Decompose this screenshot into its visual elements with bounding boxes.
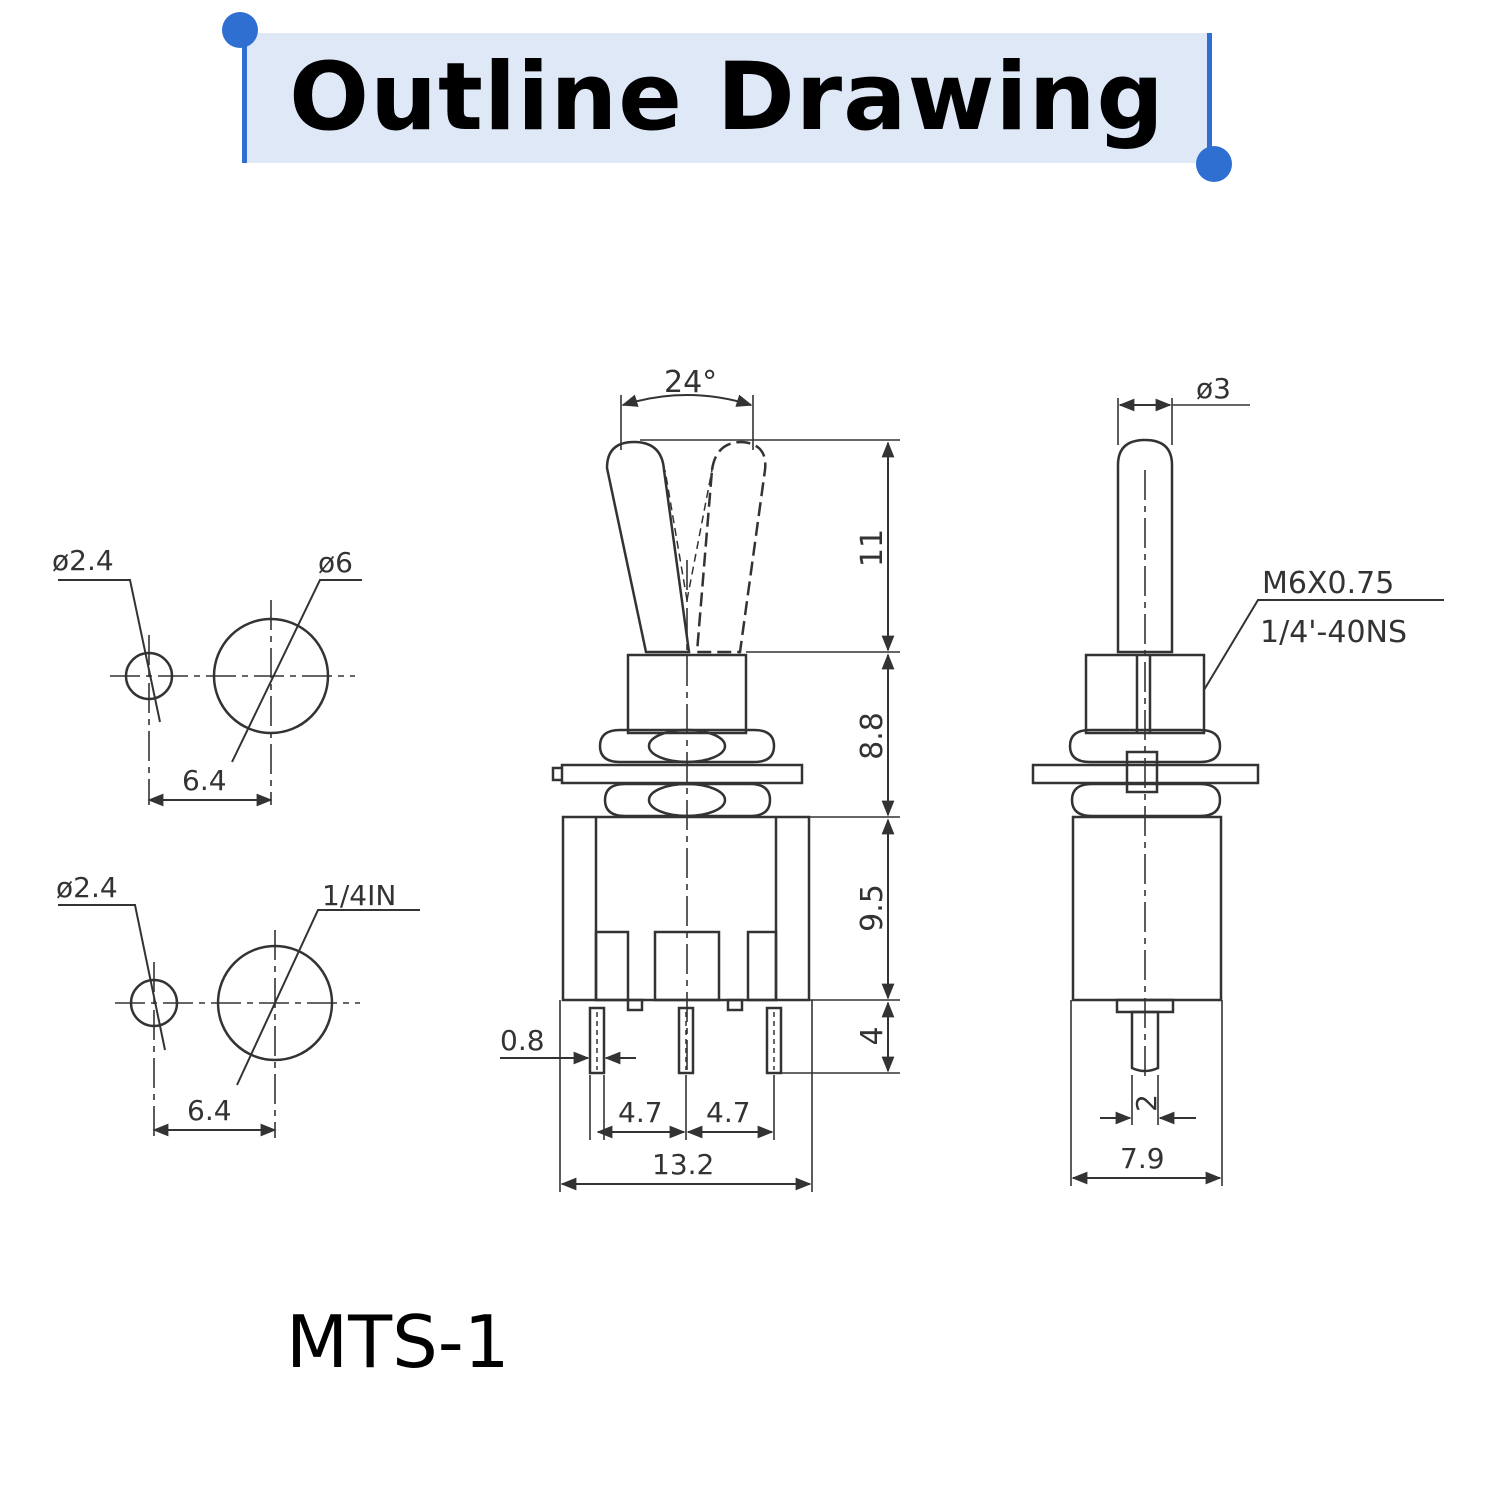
toggle-lever: [605, 440, 691, 654]
banner-corner-dot-bottom-right: [1196, 146, 1232, 182]
banner-corner-dot-top-left: [222, 12, 258, 48]
switch-body: [561, 815, 811, 1002]
side-lever-diameter-label: ø3: [1196, 372, 1231, 405]
title-banner: Outline Drawing: [242, 33, 1212, 163]
terminal-right: [765, 1006, 783, 1075]
thread-metric-label: M6X0.75: [1262, 566, 1394, 601]
side-body-depth-label: 7.9: [1120, 1142, 1165, 1175]
front-view: [500, 394, 900, 1192]
upper-nut: [598, 728, 776, 764]
side-lever: [1116, 438, 1174, 654]
toggle-angle-label: 24°: [664, 365, 717, 400]
hole1-small-diameter-label: ø2.4: [52, 544, 114, 577]
side-lower-nut: [1070, 782, 1222, 818]
body-width-label: 13.2: [652, 1148, 714, 1181]
hole2-small-diameter-label: ø2.4: [56, 871, 118, 904]
side-view: [1031, 398, 1444, 1186]
lower-nut: [603, 782, 772, 818]
terminal-width-label: 0.8: [500, 1024, 545, 1057]
body-height-label: 9.5: [855, 884, 890, 932]
bushing-height-label: 8.8: [855, 712, 890, 760]
side-body: [1071, 815, 1223, 1002]
thread-imperial-label: 1/4'-40NS: [1260, 615, 1407, 650]
hole1-spacing-label: 6.4: [182, 764, 227, 797]
model-name: MTS-1: [286, 1300, 510, 1384]
terminal-pitch-left-label: 4.7: [618, 1096, 663, 1129]
side-terminal-width-label: 2: [1130, 1094, 1163, 1112]
terminal-center: [677, 1006, 695, 1075]
page-title: Outline Drawing: [289, 43, 1165, 152]
hole1-large-diameter-label: ø6: [318, 546, 353, 579]
terminal-pitch-right-label: 4.7: [706, 1096, 751, 1129]
hole2-imperial-diameter-label: 1/4IN: [322, 879, 396, 912]
side-upper-nut: [1068, 728, 1222, 764]
toggle-lever-alternate: [695, 440, 767, 654]
terminal-length-label: 4: [855, 1026, 890, 1045]
terminal-left: [588, 1006, 606, 1075]
mounting-hole-pattern-2: [58, 904, 420, 1138]
mounting-hole-pattern-1: [58, 579, 362, 807]
lever-height-label: 11: [855, 529, 890, 567]
washer-plate: [560, 763, 804, 785]
side-terminal: [1130, 1010, 1160, 1073]
hole2-spacing-label: 6.4: [187, 1094, 232, 1127]
